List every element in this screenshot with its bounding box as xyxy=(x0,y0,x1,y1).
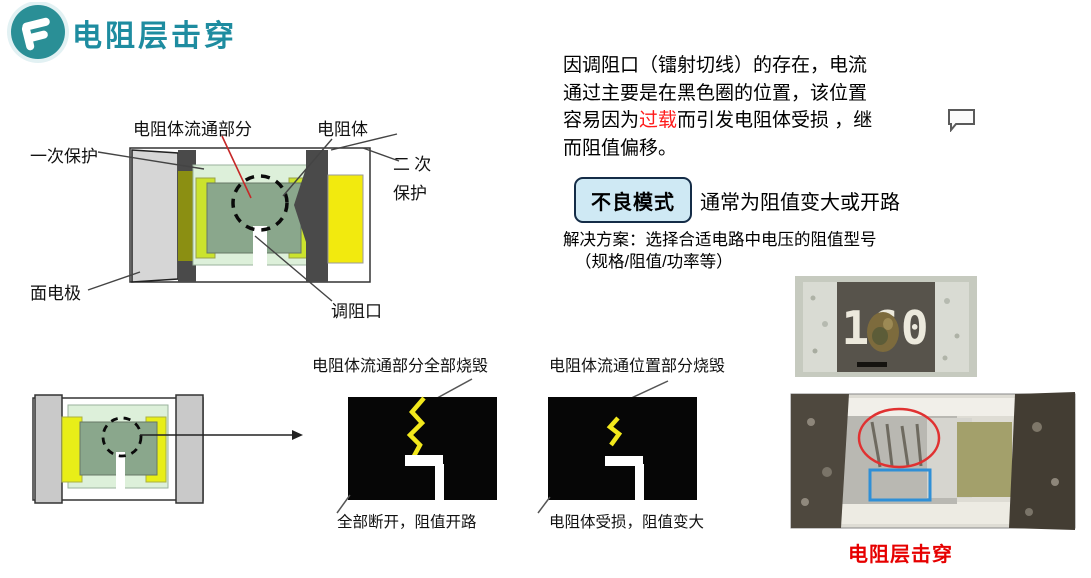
burn-left-title: 电阻体流通部分全部烧毁 xyxy=(312,358,489,375)
description-line: 因调阻口（镭射切线）的存在，电流 xyxy=(563,55,868,76)
burned-partial-square xyxy=(548,397,697,500)
solution-text: 解决方案：选择合适电路中电压的阻值型号 （规格/阻值/功率等） xyxy=(563,229,877,273)
brand-f-logo-icon xyxy=(7,2,69,63)
failure-mode-badge: 不良模式 xyxy=(574,177,692,223)
label-primary-protection: 一次保护 xyxy=(30,147,98,166)
label-flow-part: 电阻体流通部分 xyxy=(133,120,252,139)
flow-part-leader-line xyxy=(221,135,252,199)
label-trim-notch: 调阻口 xyxy=(331,302,382,321)
label-secondary-protection: 二 次 保护 xyxy=(393,150,431,208)
solution-line2: （规格/阻值/功率等） xyxy=(575,253,733,271)
arrowhead xyxy=(292,430,303,440)
description-paragraph: 因调阻口（镭射切线）的存在，电流 通过主要是在黑色圈的位置，该位置 容易因为过载… xyxy=(563,52,968,162)
failure-mode-text: 通常为阻值变大或开路 xyxy=(700,192,900,214)
blue-rect-annotation xyxy=(868,468,932,502)
description-line: 通过主要是在黑色圈的位置，该位置 xyxy=(563,82,868,104)
label-secondary-protection-l2: 保护 xyxy=(393,184,427,203)
label-resistor-body: 电阻体 xyxy=(317,120,368,139)
burn-crack-partial xyxy=(606,416,623,447)
photo-caption: 电阻层击穿 xyxy=(848,544,953,566)
burned-full-square xyxy=(348,397,497,500)
photo-resistor-marking: 160 xyxy=(795,276,977,377)
description-line: 而阻值偏移。 xyxy=(563,137,678,159)
description-line: 容易因为过载而引发电阻体受损 ，继 xyxy=(563,110,873,131)
burn-crack-full xyxy=(406,396,426,458)
resistor-top-view-diagram xyxy=(32,394,303,504)
burn-right-caption: 电阻体受损，阻值变大 xyxy=(549,514,705,531)
red-ellipse-annotation xyxy=(857,407,941,469)
burn-right-title: 电阻体流通位置部分烧毁 xyxy=(549,358,726,375)
burn-left-caption: 全部断开，阻值开路 xyxy=(337,514,477,531)
page-title: 电阻层击穿 xyxy=(72,20,237,53)
label-secondary-protection-l1: 二 次 xyxy=(393,155,432,174)
photo-resistor-breakdown xyxy=(790,392,1076,530)
comment-bubble-icon[interactable] xyxy=(946,108,978,132)
solution-line1: 解决方案：选择合适电路中电压的阻值型号 xyxy=(563,231,877,249)
burn-diagrams xyxy=(336,378,697,514)
overload-highlight: 过载 xyxy=(639,110,678,131)
resistor-structure-diagram xyxy=(87,133,400,302)
label-face-electrode: 面电极 xyxy=(30,284,81,303)
